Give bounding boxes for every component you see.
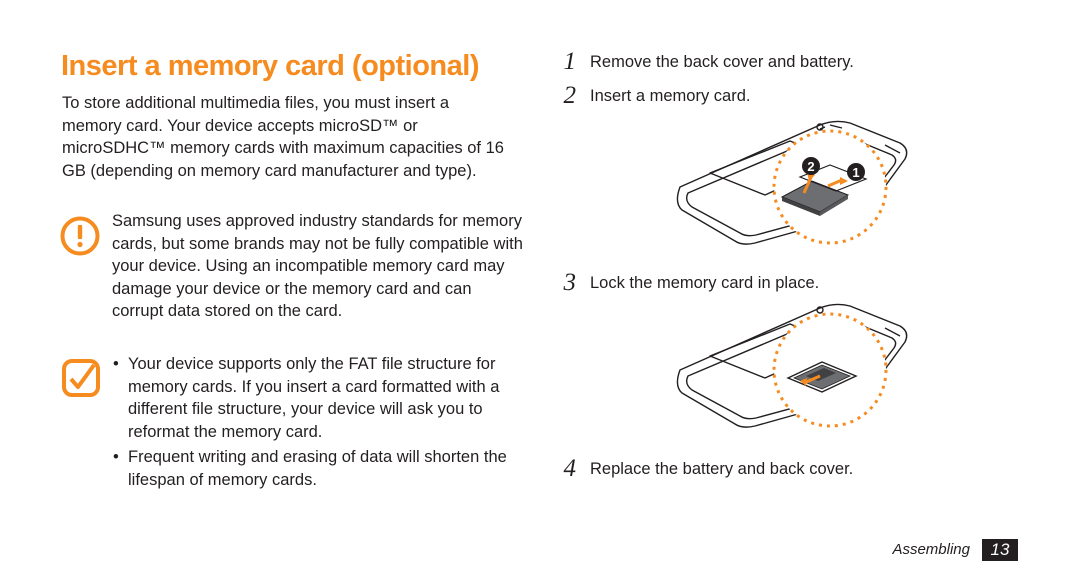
insert-card-illustration: 2 1 (676, 120, 908, 245)
step-number: 2 (563, 82, 577, 109)
page-title: Insert a memory card (optional) (61, 50, 480, 82)
step-number: 4 (563, 455, 577, 482)
intro-paragraph: To store additional multimedia files, yo… (62, 94, 504, 180)
note-icon (62, 359, 100, 397)
step-marker-one: 1 (852, 165, 859, 180)
footer-section-label: Assembling (892, 541, 970, 558)
caution-text: Samsung uses approved industry standards… (112, 212, 523, 321)
step-number: 3 (563, 269, 577, 296)
note-bullet: Your device supports only the FAT file s… (112, 353, 532, 443)
step-text: Remove the back cover and battery. (590, 53, 854, 71)
page-number: 13 (982, 539, 1018, 561)
note-bullet: Frequent writing and erasing of data wil… (112, 446, 532, 491)
step-number: 1 (563, 48, 577, 75)
lock-card-illustration (676, 303, 908, 428)
step-text: Replace the battery and back cover. (590, 460, 854, 478)
step-text: Insert a memory card. (590, 87, 751, 105)
caution-icon (60, 216, 100, 256)
step-text: Lock the memory card in place. (590, 274, 820, 292)
step-marker-two: 2 (807, 159, 814, 174)
note-list: Your device supports only the FAT file s… (112, 353, 532, 495)
